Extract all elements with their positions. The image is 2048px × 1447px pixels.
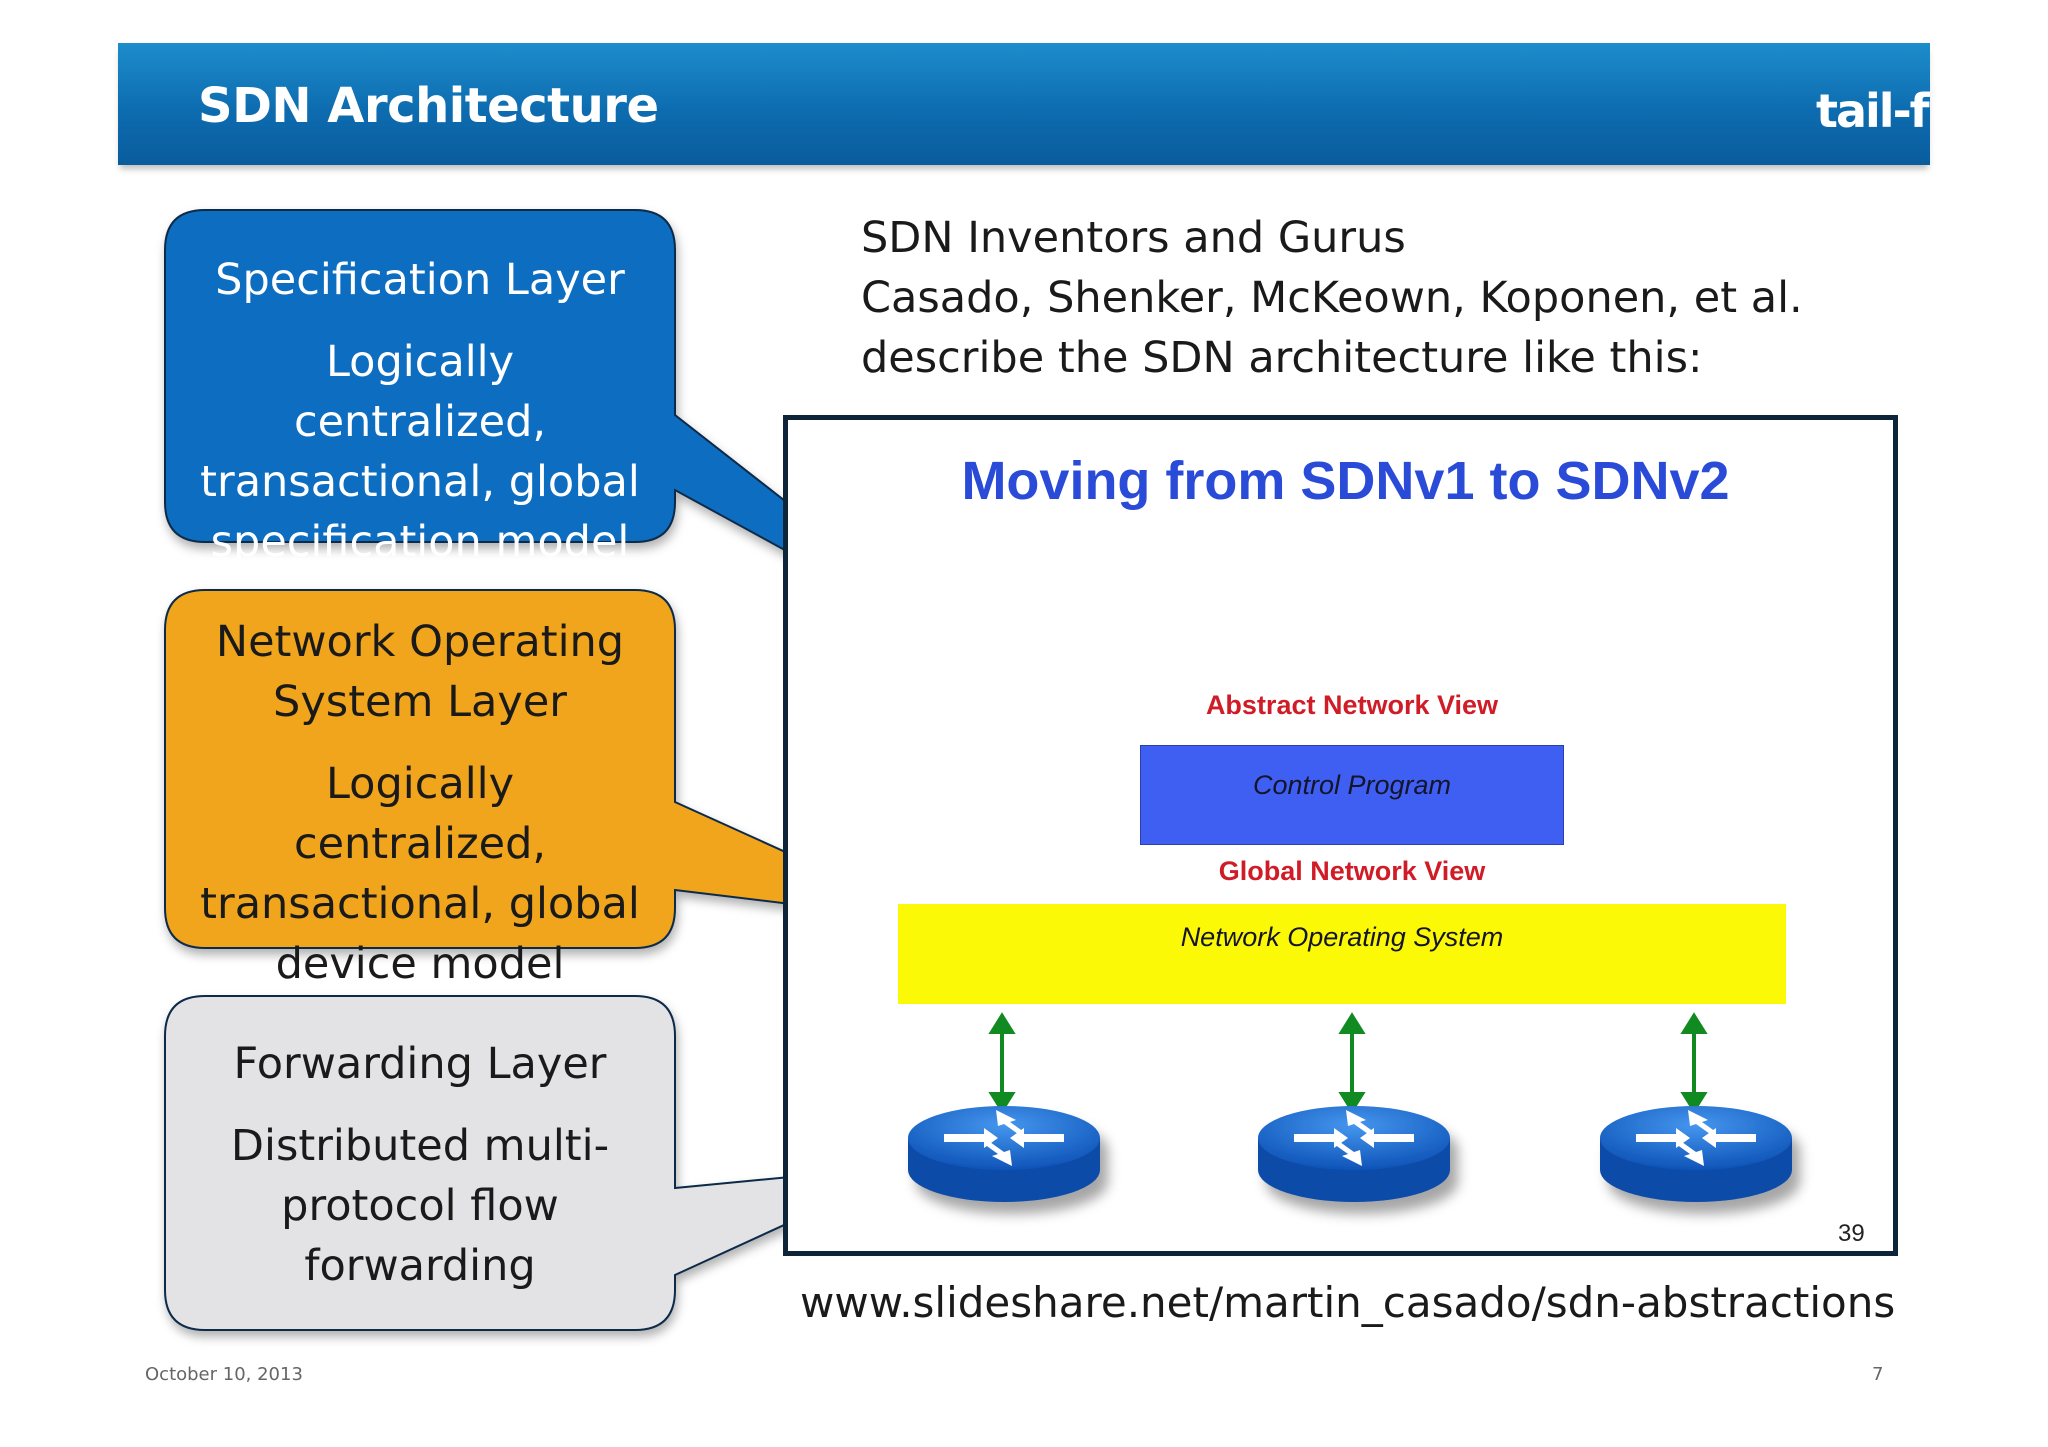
double-arrow-icon	[1680, 1012, 1708, 1114]
source-url: www.slideshare.net/martin_casado/sdn-abs…	[800, 1278, 1896, 1327]
router-icon	[908, 1106, 1100, 1202]
nos-body: Logically centralized, transactional, gl…	[200, 759, 640, 989]
intro-line-2: Casado, Shenker, McKeown, Koponen, et al…	[861, 273, 1803, 323]
forwarding-callout	[164, 995, 916, 1331]
nos-callout	[164, 589, 941, 949]
footer-date: October 10, 2013	[145, 1364, 303, 1385]
nos-box	[898, 904, 1786, 1004]
intro-text: SDN Inventors and Gurus Casado, Shenker,…	[861, 208, 1803, 388]
nos-text: Network Operating System Layer Logically…	[170, 612, 670, 994]
embedded-slide-title: Moving from SDNv1 to SDNv2	[961, 451, 1730, 511]
header-bar	[118, 43, 1930, 165]
control-program-label: Control Program	[1252, 770, 1452, 800]
specification-caption: Specification Layer	[215, 255, 625, 305]
forwarding-caption: Forwarding Layer	[233, 1039, 607, 1089]
intro-line-1: SDN Inventors and Gurus	[861, 213, 1406, 263]
control-program-box	[1140, 745, 1564, 845]
double-arrow-icon	[988, 1012, 1016, 1114]
embedded-slide-frame: Moving from SDNv1 to SDNv2 Abstract Netw…	[783, 415, 1898, 1256]
specification-text: Specification Layer Logically centralize…	[170, 250, 670, 572]
double-arrow-icon	[1338, 1012, 1366, 1114]
footer-page-number: 7	[1872, 1364, 1884, 1385]
router-icon	[1258, 1106, 1450, 1202]
slide-title: SDN Architecture	[198, 78, 659, 134]
tail-f-logo: tail-f	[1816, 84, 1930, 138]
forwarding-body: Distributed multi-protocol flow forwardi…	[230, 1121, 610, 1291]
specification-body: Logically centralized, transactional, gl…	[200, 337, 640, 567]
global-network-view-label: Global Network View	[1218, 856, 1486, 886]
router-diagram	[908, 1012, 1792, 1202]
router-icon	[1600, 1106, 1792, 1202]
nos-caption: Network Operating System Layer	[215, 617, 625, 727]
intro-line-3: describe the SDN architecture like this:	[861, 333, 1703, 383]
nos-label: Network Operating System	[1180, 922, 1504, 952]
forwarding-text: Forwarding Layer Distributed multi-proto…	[170, 1034, 670, 1296]
abstract-network-view-label: Abstract Network View	[1205, 690, 1499, 720]
embedded-page-number: 39	[1838, 1220, 1865, 1247]
